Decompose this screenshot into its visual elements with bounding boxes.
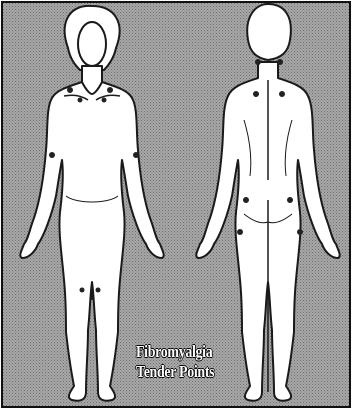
tender-point bbox=[253, 91, 259, 97]
tender-point bbox=[49, 152, 55, 158]
tender-point bbox=[277, 59, 283, 65]
tender-point bbox=[78, 98, 83, 103]
tender-point bbox=[96, 288, 101, 293]
tender-point bbox=[133, 152, 139, 158]
tender-point bbox=[80, 288, 85, 293]
caption-line-2: Tender Points bbox=[136, 362, 226, 382]
tender-point bbox=[237, 229, 243, 235]
tender-point bbox=[243, 197, 249, 203]
front-face bbox=[78, 22, 106, 66]
tender-point bbox=[255, 59, 261, 65]
tender-point bbox=[67, 87, 73, 93]
tender-point bbox=[279, 91, 285, 97]
tender-point bbox=[297, 229, 303, 235]
caption-line-1: Fibromyalgia bbox=[136, 342, 226, 362]
tender-point bbox=[107, 87, 113, 93]
back-hair bbox=[247, 4, 291, 60]
tender-point bbox=[287, 197, 293, 203]
diagram-caption: Fibromyalgia Tender Points bbox=[136, 342, 226, 382]
tender-point bbox=[102, 98, 107, 103]
